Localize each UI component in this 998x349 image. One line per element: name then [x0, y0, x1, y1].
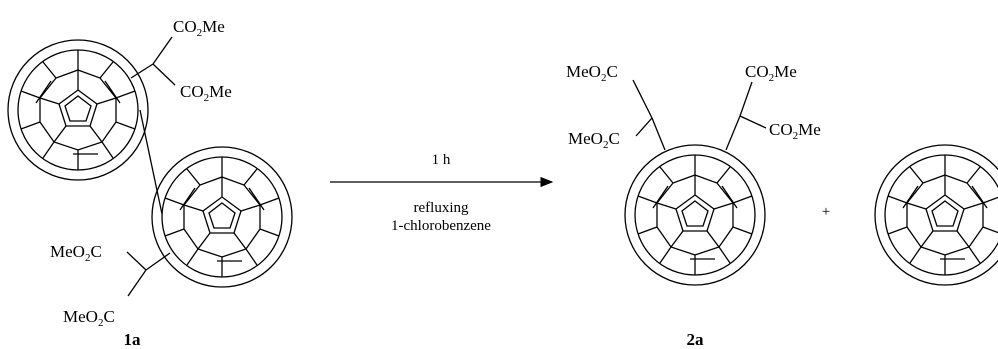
reactant-top-malonate: CO2Me CO2Me	[130, 17, 232, 104]
meo2c-group: MeO2C	[568, 129, 620, 151]
condition-time: 1 h	[432, 152, 451, 168]
condition-reflux: refluxing	[414, 200, 469, 216]
meo2c-group: MeO2C	[50, 242, 102, 264]
product-right-malonate: CO2Me CO2Me	[725, 62, 821, 151]
plus-sign: +	[822, 204, 830, 220]
co2me-group: CO2Me	[173, 17, 225, 39]
c60-fullerene	[874, 144, 998, 286]
co2me-group: CO2Me	[769, 120, 821, 142]
product-left-malonate: MeO2C MeO2C	[566, 62, 666, 151]
meo2c-group: MeO2C	[566, 62, 618, 84]
condition-solvent: 1-chlorobenzene	[391, 218, 491, 234]
product-label: 2a	[687, 330, 705, 349]
inter-cage-bond	[139, 109, 163, 215]
reactant-bottom-malonate: MeO2C MeO2C	[50, 242, 171, 329]
meo2c-group: MeO2C	[63, 307, 115, 329]
fullerene-bottom-right	[151, 146, 293, 288]
fullerene-top-left	[7, 39, 149, 181]
reactant-label: 1a	[124, 330, 142, 349]
product-fullerene	[624, 144, 766, 286]
co2me-group: CO2Me	[180, 82, 232, 104]
co2me-group: CO2Me	[745, 62, 797, 84]
